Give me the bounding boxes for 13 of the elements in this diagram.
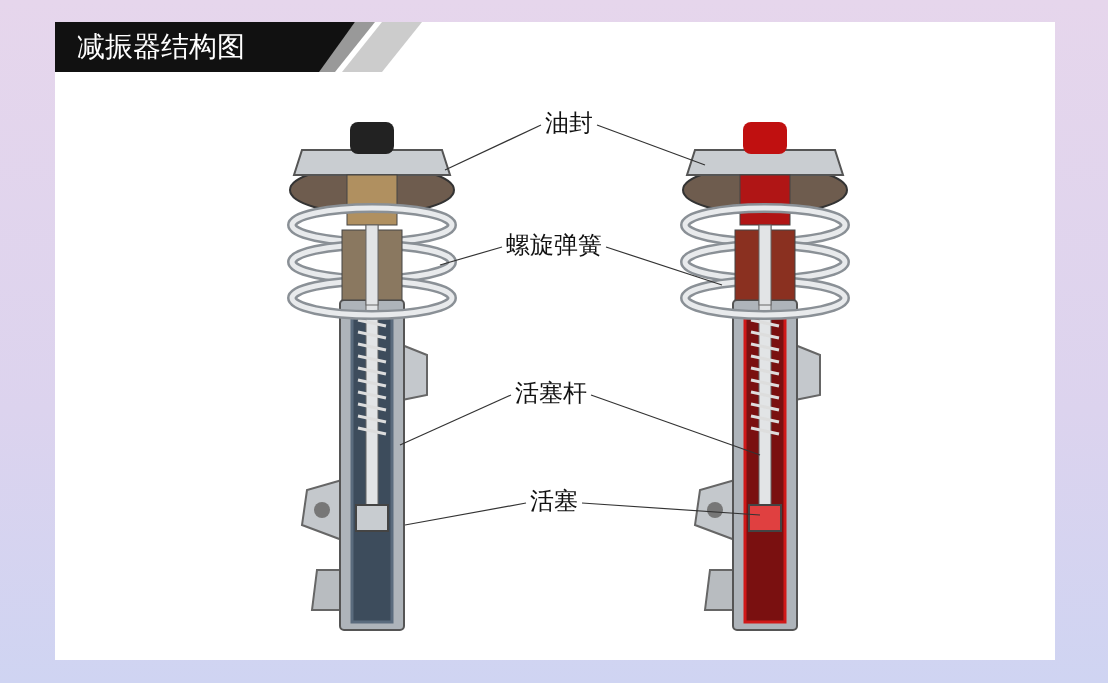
leader-line	[399, 394, 512, 446]
leader-line	[439, 246, 503, 266]
leader-line	[590, 394, 761, 456]
title-bar: 减振器结构图	[55, 22, 355, 72]
part-label: 活塞	[530, 486, 578, 516]
leader-line	[581, 502, 761, 516]
part-label: 油封	[545, 108, 593, 138]
leader-line	[404, 502, 527, 526]
leader-line	[444, 124, 542, 171]
leader-line	[605, 246, 723, 286]
part-label: 活塞杆	[515, 378, 587, 408]
leader-line	[596, 124, 706, 166]
part-label: 螺旋弹簧	[506, 230, 602, 260]
